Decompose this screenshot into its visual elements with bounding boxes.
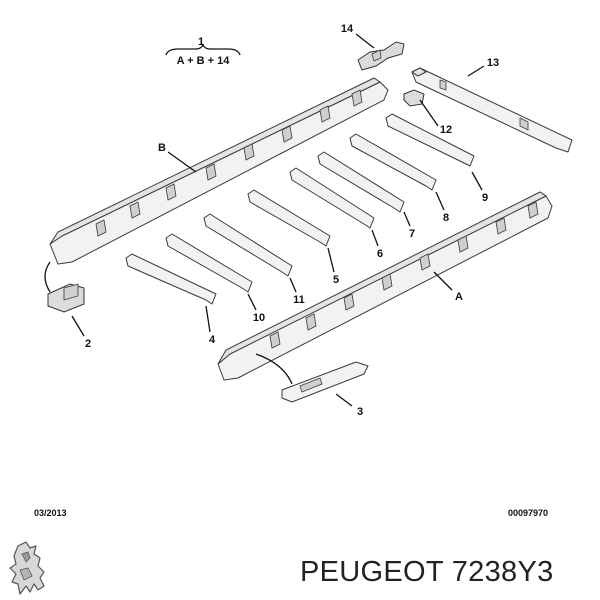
part-6-rail (289, 167, 375, 229)
callout-a: A (455, 291, 463, 303)
callout-7: 7 (409, 228, 415, 240)
callout-4: 4 (209, 334, 216, 346)
formula-text: A + B + 14 (177, 55, 231, 67)
part-5-rail (247, 189, 331, 247)
callout-2: 2 (85, 338, 91, 350)
callout-13: 13 (487, 57, 499, 69)
formula-number: 1 (198, 36, 204, 48)
part-12-clip (403, 89, 425, 107)
callout-8: 8 (443, 212, 449, 224)
peugeot-lion-icon (9, 541, 45, 595)
part-4-rail (125, 253, 217, 305)
date-code: 03/2013 (34, 508, 67, 518)
part-11-rail (203, 213, 293, 277)
callout-labels: 14 13 12 B 9 8 7 6 5 11 10 4 2 A 3 (85, 23, 499, 418)
part-7-rail (317, 151, 405, 213)
part-8-rail (349, 133, 437, 191)
callout-9: 9 (482, 192, 488, 204)
reference-code: 00097970 (508, 508, 549, 518)
part-14-bracket (357, 41, 405, 71)
part-2-bracket (44, 261, 85, 313)
beam-b (49, 77, 389, 265)
part-10-rail (165, 233, 253, 293)
part-number-label: PEUGEOT 7238Y3 (300, 556, 554, 588)
callout-leaders (71, 33, 485, 407)
callout-14: 14 (341, 23, 354, 35)
part-3-rail (255, 353, 369, 403)
callout-3: 3 (357, 406, 363, 418)
callout-6: 6 (377, 248, 383, 260)
formula-brace (165, 43, 241, 56)
part-9-rail (385, 113, 475, 167)
callout-b: B (158, 142, 166, 154)
formula-group: 1 A + B + 14 (165, 36, 241, 67)
beam-a (217, 191, 553, 381)
part-13-beam (411, 67, 573, 153)
callout-10: 10 (253, 312, 265, 324)
callout-12: 12 (440, 124, 452, 136)
callout-11: 11 (293, 294, 305, 306)
callout-5: 5 (333, 274, 339, 286)
